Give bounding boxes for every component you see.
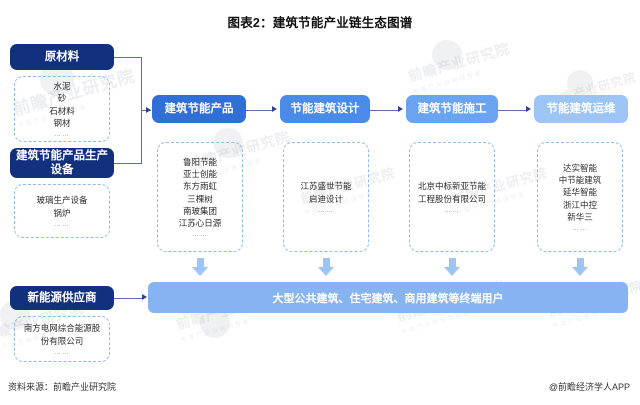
watermark-main: 前瞻产业研究院 bbox=[406, 40, 512, 85]
list-item: 石材料 bbox=[49, 105, 75, 116]
upstream-items-new-energy-supplier: 南方电网综合能源股份有限公司 …… bbox=[14, 316, 110, 362]
list-item: 砂 bbox=[57, 93, 67, 104]
list-item: 浙江中控 bbox=[562, 199, 597, 210]
upstream-items-production-equipment: 玻璃生产设备 锅炉 …… bbox=[14, 184, 110, 238]
list-item: 中节能建筑 bbox=[558, 175, 602, 186]
watermark-circle bbox=[432, 40, 462, 70]
list-item: 锅炉 bbox=[53, 207, 71, 218]
list-item: 三棵树 bbox=[187, 193, 213, 204]
arrow-stem bbox=[576, 258, 584, 268]
upstream-header-raw-materials[interactable]: 原材料 bbox=[10, 44, 114, 70]
arrow-stem bbox=[448, 258, 456, 268]
list-item: 东方雨虹 bbox=[182, 181, 217, 192]
chain-companies-building-energy-products: 鲁阳节能 亚士创能 东方雨虹 三棵树 南玻集团 江苏心日源 …… bbox=[157, 142, 243, 252]
arrow-stage2-to-users bbox=[318, 258, 334, 277]
list-item: 北京中标新亚节能 bbox=[417, 181, 486, 192]
connector-new-energy-to-users bbox=[114, 297, 144, 299]
arrow-stem bbox=[322, 258, 330, 268]
list-item: 钢材 bbox=[53, 117, 71, 128]
chain-stage-energy-saving-operations[interactable]: 节能建筑运维 bbox=[534, 95, 628, 123]
watermark-circle bbox=[567, 70, 593, 96]
arrow-into-users-bar bbox=[142, 294, 147, 300]
chain-companies-energy-saving-operations: 达实智能 中节能建筑 延华智能 浙江中控 新华三 …… bbox=[537, 142, 623, 252]
upstream-header-new-energy-supplier[interactable]: 新能源供应商 bbox=[10, 286, 114, 310]
list-item: 亚士创能 bbox=[182, 168, 217, 179]
chain-companies-energy-saving-design: 江苏盛世节能 启迪设计 …… bbox=[283, 142, 369, 252]
credit-note: @前瞻经济学人APP bbox=[548, 382, 630, 392]
connector-equipment-out bbox=[114, 163, 142, 165]
connector-raw-materials-out bbox=[114, 57, 142, 59]
list-ellipsis: …… bbox=[444, 206, 460, 214]
arrow-into-stage3 bbox=[398, 106, 403, 112]
connector-stage3-to-stage4 bbox=[498, 109, 528, 111]
list-item: 南玻集团 bbox=[182, 205, 217, 216]
arrow-into-stage2 bbox=[272, 106, 277, 112]
list-item: 延华智能 bbox=[562, 187, 597, 198]
list-ellipsis: …… bbox=[54, 131, 70, 139]
list-item: 工程股份有限公司 bbox=[417, 193, 486, 204]
list-ellipsis: …… bbox=[192, 231, 208, 239]
arrow-head bbox=[572, 267, 588, 276]
chain-stage-building-energy-products[interactable]: 建筑节能产品 bbox=[152, 95, 246, 123]
arrow-head bbox=[318, 267, 334, 276]
list-item: 达实智能 bbox=[562, 162, 597, 173]
connector-stage2-to-stage3 bbox=[370, 109, 400, 111]
list-item: 玻璃生产设备 bbox=[36, 195, 88, 206]
list-item: 南方电网综合能源股份有限公司 bbox=[23, 323, 101, 346]
arrow-into-stage1 bbox=[146, 106, 151, 113]
list-item: 启迪设计 bbox=[308, 193, 343, 204]
list-item: 鲁阳节能 bbox=[182, 156, 217, 167]
arrow-stage1-to-users bbox=[192, 258, 208, 277]
list-item: 江苏盛世节能 bbox=[300, 181, 352, 192]
arrow-stage3-to-users bbox=[444, 258, 460, 277]
arrow-head bbox=[444, 267, 460, 276]
list-ellipsis: …… bbox=[54, 220, 70, 228]
list-ellipsis: …… bbox=[572, 225, 588, 233]
chain-companies-energy-saving-construction: 北京中标新亚节能 工程股份有限公司 …… bbox=[409, 142, 495, 252]
source-note: 资料来源：前瞻产业研究院 bbox=[8, 382, 117, 392]
watermark-text: 前瞻产业研究院 中国产业咨询领导者 bbox=[406, 38, 515, 96]
end-users-bar[interactable]: 大型公共建筑、住宅建筑、商用建筑等终端用户 bbox=[148, 282, 628, 313]
arrow-stem bbox=[196, 258, 204, 268]
upstream-header-production-equipment[interactable]: 建筑节能产品生产设备 bbox=[10, 148, 114, 178]
connector-stage1-to-stage2 bbox=[246, 109, 274, 111]
arrow-head bbox=[192, 267, 208, 276]
list-item: 江苏心日源 bbox=[178, 218, 222, 229]
list-ellipsis: …… bbox=[318, 206, 334, 214]
chain-stage-energy-saving-construction[interactable]: 建筑节能施工 bbox=[406, 95, 498, 123]
list-ellipsis: …… bbox=[54, 348, 70, 356]
chain-stage-energy-saving-design[interactable]: 节能建筑设计 bbox=[280, 95, 370, 123]
list-item: 新华三 bbox=[567, 211, 593, 222]
arrow-stage4-to-users bbox=[572, 258, 588, 277]
arrow-into-stage4 bbox=[526, 106, 531, 112]
watermark-sub: 中国产业咨询领导者 bbox=[412, 70, 484, 96]
chart-title: 图表2：建筑节能产业链生态图谱 bbox=[227, 16, 413, 30]
list-item: 水泥 bbox=[53, 80, 71, 91]
upstream-items-raw-materials: 水泥 砂 石材料 钢材 …… bbox=[14, 76, 110, 142]
